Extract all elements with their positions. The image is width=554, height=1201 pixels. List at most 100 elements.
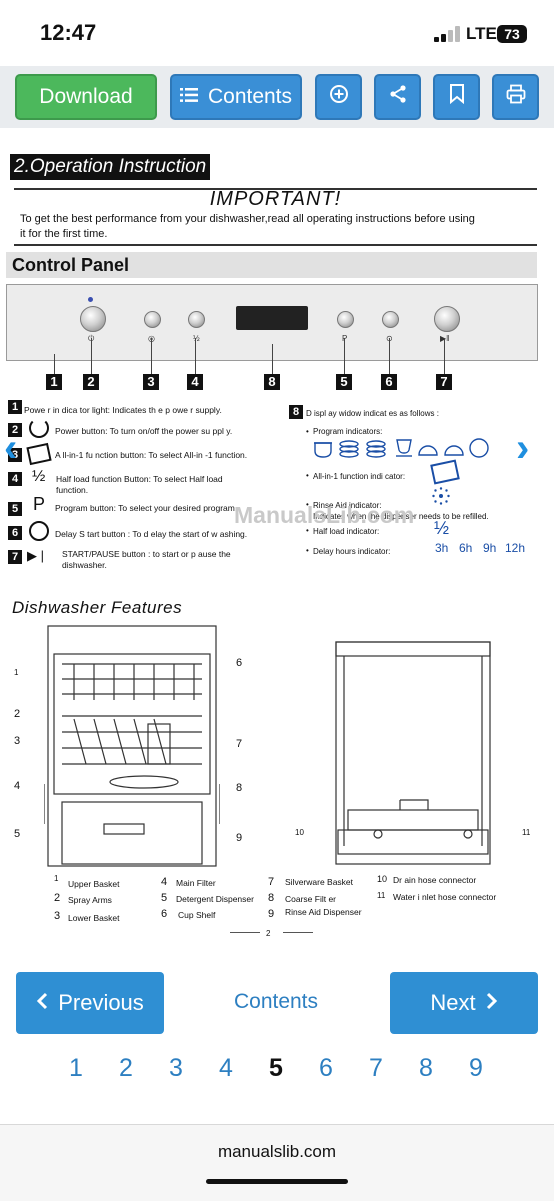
chevron-left-icon bbox=[36, 990, 48, 1016]
part-number: 10 bbox=[377, 874, 388, 884]
front-label: 5 bbox=[14, 828, 21, 840]
front-label: 3 bbox=[14, 735, 21, 747]
part-name: Main Filter bbox=[176, 878, 216, 888]
start-pause-icon: ▶ | bbox=[27, 548, 44, 563]
page-link[interactable]: 9 bbox=[469, 1054, 483, 1082]
part-name: Dr ain hose connector bbox=[393, 875, 477, 885]
panel-number: 3 bbox=[143, 374, 159, 390]
prev-page-arrow-icon[interactable]: ‹ bbox=[4, 426, 18, 470]
bullet-icon: • bbox=[306, 500, 309, 509]
previous-label: Previous bbox=[58, 990, 144, 1015]
legend-number: 5 bbox=[8, 502, 22, 516]
part-name: Water i nlet hose connector bbox=[393, 892, 497, 902]
callout-line bbox=[344, 338, 345, 374]
bullet-icon: • bbox=[306, 526, 309, 535]
divider bbox=[230, 932, 260, 933]
bullet-icon: • bbox=[306, 546, 309, 555]
list-icon bbox=[179, 85, 198, 109]
page-link[interactable]: 3 bbox=[169, 1054, 183, 1082]
print-button[interactable] bbox=[492, 74, 539, 120]
previous-button[interactable]: Previous bbox=[16, 972, 164, 1034]
panel-display bbox=[236, 306, 308, 330]
part-name: Upper Basket bbox=[68, 879, 120, 889]
legend-number: 7 bbox=[8, 550, 22, 564]
contents-label: Contents bbox=[207, 85, 293, 108]
dishwasher-front-diagram bbox=[43, 624, 221, 889]
legend-text: Powe r in dica tor light: Indicates th e… bbox=[24, 405, 222, 415]
page-link[interactable]: 2 bbox=[119, 1054, 133, 1082]
share-button[interactable] bbox=[374, 74, 421, 120]
page-link[interactable]: 1 bbox=[69, 1054, 83, 1082]
program-symbol: P bbox=[33, 494, 46, 514]
control-panel-title: Control Panel bbox=[6, 252, 537, 278]
allin1-symbol-icon bbox=[26, 442, 52, 466]
next-page-arrow-icon[interactable]: › bbox=[516, 426, 530, 470]
next-label: Next bbox=[430, 990, 476, 1015]
add-button[interactable] bbox=[315, 74, 362, 120]
part-number: 9 bbox=[268, 908, 275, 920]
bookmark-icon bbox=[449, 84, 465, 110]
part-name: Coarse Filt er bbox=[285, 894, 337, 904]
part-name: Spray Arms bbox=[68, 895, 112, 905]
part-name: Lower Basket bbox=[68, 913, 120, 923]
part-number: 2 bbox=[54, 892, 61, 904]
allin1-indicator-icon bbox=[430, 459, 460, 485]
contents-button[interactable]: Contents bbox=[170, 74, 302, 120]
download-button[interactable]: Download bbox=[15, 74, 157, 120]
print-icon bbox=[506, 84, 526, 110]
panel-number: 5 bbox=[336, 374, 352, 390]
display-title: D ispl ay widow indicat es as follows : bbox=[306, 409, 439, 418]
delay-knob bbox=[382, 311, 399, 328]
legend-number: 8 bbox=[289, 405, 303, 419]
dishwasher-back-diagram bbox=[334, 640, 492, 873]
part-number: 5 bbox=[161, 892, 168, 904]
delay-indicator-label: Delay hours indicator: bbox=[313, 547, 391, 556]
page-link[interactable]: 8 bbox=[419, 1054, 433, 1082]
part-number: 6 bbox=[161, 908, 168, 920]
download-label: Download bbox=[39, 85, 133, 108]
manual-page: 2.Operation Instruction IMPORTANT! To ge… bbox=[0, 128, 554, 960]
halfload-indicator-label: Half load indicator: bbox=[313, 527, 380, 536]
callout-line bbox=[91, 338, 92, 374]
program-indicators-label: Program indicators: bbox=[313, 427, 383, 436]
contents-link[interactable]: Contents bbox=[233, 990, 319, 1013]
start-knob bbox=[434, 306, 460, 332]
front-label: 9 bbox=[236, 832, 243, 844]
url-text[interactable]: manualslib.com bbox=[217, 1142, 337, 1161]
battery-level: 73 bbox=[504, 26, 520, 42]
part-number: 3 bbox=[54, 910, 61, 922]
page-link[interactable]: 6 bbox=[319, 1054, 333, 1082]
part-number: 7 bbox=[268, 876, 275, 888]
back-label: 10 bbox=[295, 828, 304, 837]
part-name: Cup Shelf bbox=[178, 910, 216, 920]
callout-line bbox=[444, 338, 445, 374]
pagination: 1 2 3 4 5 6 7 8 9 bbox=[0, 1054, 554, 1094]
part-number: 8 bbox=[268, 892, 275, 904]
bullet-icon: • bbox=[306, 427, 309, 436]
halfload-knob bbox=[188, 311, 205, 328]
home-indicator[interactable] bbox=[206, 1179, 348, 1184]
halfload-indicator-symbol: ½ bbox=[434, 518, 450, 538]
legend-text: Half load function Button: To select Hal… bbox=[56, 474, 223, 495]
allin1-indicator-label: All-in-1 function indi cator: bbox=[313, 472, 406, 481]
next-button[interactable]: Next bbox=[390, 972, 538, 1034]
delay-hour: 9h bbox=[483, 541, 497, 555]
rinse-indicator-label: Rinse Aid indicator: bbox=[313, 501, 382, 510]
bookmark-button[interactable] bbox=[433, 74, 480, 120]
status-time: 12:47 bbox=[40, 20, 97, 45]
legend-text: Power button: To turn on/off the power s… bbox=[55, 426, 233, 436]
page-link[interactable]: 7 bbox=[369, 1054, 383, 1082]
legend-number: 6 bbox=[8, 526, 22, 540]
page-link[interactable]: 4 bbox=[219, 1054, 233, 1082]
front-label: 7 bbox=[236, 738, 243, 750]
share-icon bbox=[388, 84, 408, 110]
callout-line bbox=[272, 344, 273, 374]
callout-line bbox=[389, 338, 390, 374]
panel-number: 6 bbox=[381, 374, 397, 390]
part-number: 1 bbox=[54, 874, 59, 883]
delay-hour: 6h bbox=[459, 541, 473, 555]
browser-url-bar[interactable] bbox=[0, 1124, 554, 1201]
front-label: 4 bbox=[14, 780, 21, 792]
power-symbol-icon bbox=[29, 418, 49, 438]
part-number: 4 bbox=[161, 876, 168, 888]
